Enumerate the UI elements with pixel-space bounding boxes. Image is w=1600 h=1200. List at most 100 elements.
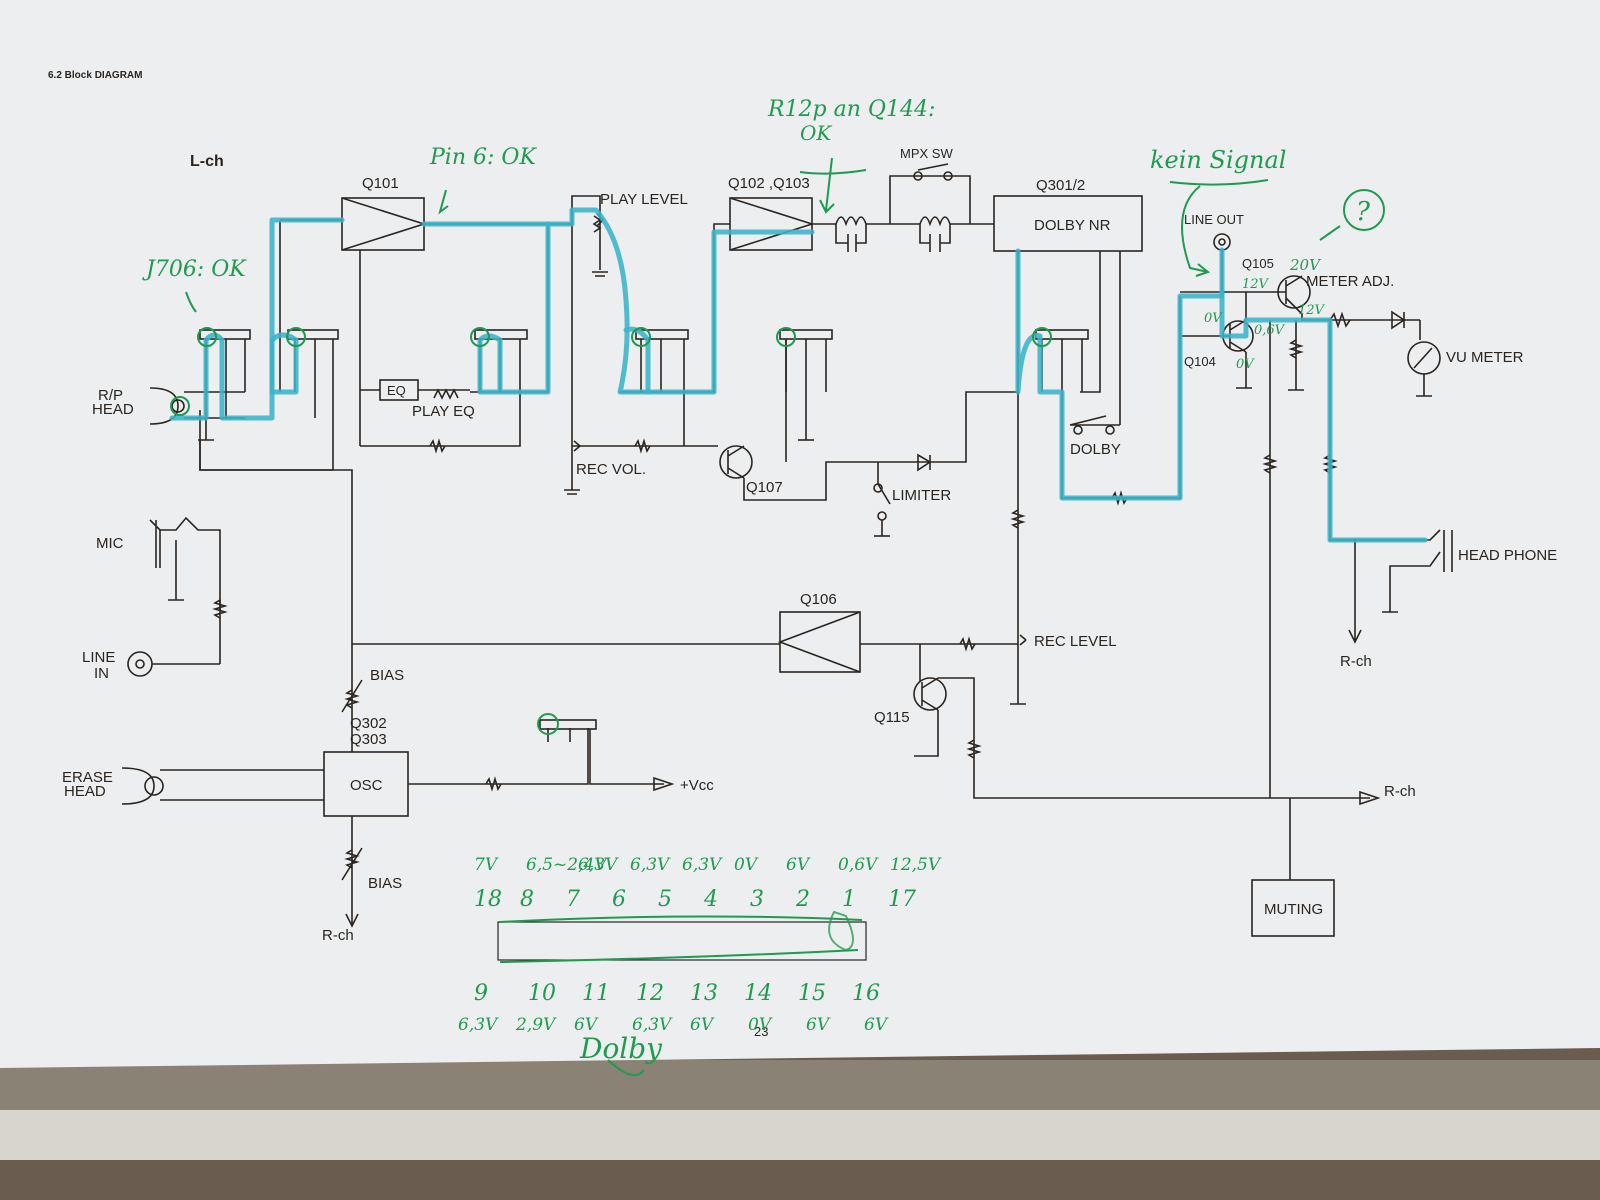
limiter-label: LIMITER	[892, 487, 951, 504]
vu-meter-label: VU METER	[1446, 349, 1524, 366]
ic-top-voltage: 6,3V	[630, 855, 671, 875]
ic-bottom-pin-number: 16	[852, 981, 880, 1006]
q105-collector-voltage: 20V	[1289, 256, 1322, 274]
ic-bottom-voltages: 6,3V 2,9V 6V 6,3V 6V 0V 6V 6V	[458, 1015, 889, 1035]
dolby-switch-label: DOLBY	[1070, 441, 1121, 458]
section-title: 6.2 Block DIAGRAM	[48, 70, 142, 81]
rec-level-label: REC LEVEL	[1034, 633, 1117, 650]
ic-top-voltage: 6,3V	[578, 855, 619, 875]
marker-traces	[169, 207, 1428, 543]
ic-top-pin-number: 17	[888, 887, 916, 912]
q104-emitter-voltage: 0V	[1236, 357, 1255, 372]
dolby-nr-label: DOLBY NR	[1034, 217, 1111, 234]
ic-bottom-voltage: 6V	[690, 1015, 715, 1035]
ic-top-pin-number: 7	[566, 887, 580, 912]
q101-label: Q101	[362, 175, 399, 192]
line-out-label: LINE OUT	[1184, 212, 1244, 227]
q102-q103-label: Q102 ,Q103	[728, 175, 810, 192]
q104-collector-voltage: 0V	[1204, 311, 1223, 326]
q302-label: Q302	[350, 715, 387, 732]
r12p-note: R12p an Q144:	[767, 97, 935, 122]
play-level-label: PLAY LEVEL	[600, 191, 688, 208]
ic-top-voltage: 6V	[786, 855, 811, 875]
question-note: ?	[1356, 197, 1371, 227]
channel-label: L-ch	[190, 153, 224, 170]
ic-bottom-voltage: 6V	[864, 1015, 889, 1035]
ic-bottom-voltage: 6,3V	[458, 1015, 499, 1035]
ic-bottom-voltage: 0V	[748, 1015, 773, 1035]
ic-bottom-voltage: 6,3V	[632, 1015, 673, 1035]
bias-top-label: BIAS	[370, 667, 404, 684]
q105-emitter-voltage: 12V	[1298, 303, 1326, 318]
ic-top-pin-number: 1	[842, 887, 856, 912]
ic-top-pin-number: 2	[795, 887, 810, 912]
osc-label: OSC	[350, 777, 383, 794]
ic-bottom-pin-number: 12	[636, 981, 664, 1006]
rch-muting-label: R-ch	[1384, 783, 1416, 800]
meter-adj-label: METER ADJ.	[1306, 273, 1394, 290]
q107-label: Q107	[746, 479, 783, 496]
ic-bottom-voltage: 6V	[574, 1015, 599, 1035]
ic-top-pin-number: 5	[658, 887, 672, 912]
rp-head-label-2: HEAD	[92, 401, 134, 418]
ic-bottom-voltage: 6V	[806, 1015, 831, 1035]
erase-head-label-2: HEAD	[64, 783, 106, 800]
play-eq-label: PLAY EQ	[412, 403, 475, 420]
ic-top-pin-number: 6	[612, 887, 626, 912]
ic-bottom-pin-number: 14	[744, 981, 772, 1006]
pin6-note: Pin 6: OK	[429, 145, 537, 170]
page-number: 23	[754, 1024, 768, 1039]
ic-bottom-voltage: 2,9V	[515, 1015, 557, 1035]
ic-bottom-pin-number: 15	[798, 981, 826, 1006]
q106-label: Q106	[800, 591, 837, 608]
head-phone-label: HEAD PHONE	[1458, 547, 1557, 564]
page-shadow	[0, 1060, 1600, 1110]
ic-top-pin-numbers: 18 8 7 6 5 4 3 2 1 17	[474, 887, 916, 912]
ic-bottom-pin-number: 11	[582, 981, 610, 1006]
muting-label: MUTING	[1264, 901, 1323, 918]
q105-label: Q105	[1242, 256, 1274, 271]
page-underside	[0, 1110, 1600, 1160]
r12p-ok-note: OK	[800, 121, 832, 145]
rec-vol-label: REC VOL.	[576, 461, 646, 478]
ic-bottom-pin-number: 9	[474, 981, 488, 1006]
q105-base-voltage: 12V	[1242, 277, 1270, 292]
ic-top-voltage: 7V	[474, 855, 499, 875]
pen-marks	[170, 157, 1385, 1077]
ic-bottom-pin-number: 10	[528, 981, 556, 1006]
vcc-label: +Vcc	[680, 777, 714, 794]
bias-bottom-label: BIAS	[368, 875, 402, 892]
rp-head-label-1: R/P	[98, 387, 123, 404]
ic-top-voltage: 0V	[734, 855, 759, 875]
kein-signal-note: kein Signal	[1150, 146, 1286, 174]
ic-bottom-pin-number: 13	[690, 981, 718, 1006]
ic-top-pin-number: 18	[474, 887, 502, 912]
q115-label: Q115	[874, 709, 910, 726]
paper-sheet	[0, 0, 1600, 1068]
ic-top-voltage: 6,3V	[682, 855, 723, 875]
line-in-label-1: LINE	[82, 649, 115, 666]
dolby-ic-note: Dolby	[579, 1032, 663, 1065]
erase-head-label-1: ERASE	[62, 769, 113, 786]
ic-top-voltage: 0,6V	[838, 855, 879, 875]
ic-top-voltage: 12,5V	[890, 855, 942, 875]
ic-top-pin-number: 3	[750, 887, 764, 912]
eq-label: EQ	[387, 383, 406, 398]
ic-bottom-pin-numbers: 9 10 11 12 13 14 15 16	[474, 981, 880, 1006]
mpx-sw-label: MPX SW	[900, 146, 953, 161]
j706-note: J706: OK	[142, 257, 247, 282]
q104-base-voltage: 0,6V	[1254, 323, 1286, 338]
ic-top-pin-number: 4	[703, 887, 718, 912]
rch-osc-label: R-ch	[322, 927, 354, 944]
q303-label: Q303	[350, 731, 387, 748]
ic-top-pin-number: 8	[520, 887, 534, 912]
q104-label: Q104	[1184, 354, 1216, 369]
rch-headphone-label: R-ch	[1340, 653, 1372, 670]
q301-2-label: Q301/2	[1036, 177, 1085, 194]
ic-top-voltage: 6,5~2,4V	[526, 855, 608, 875]
mic-label: MIC	[96, 535, 124, 552]
line-in-label-2: IN	[94, 665, 109, 682]
